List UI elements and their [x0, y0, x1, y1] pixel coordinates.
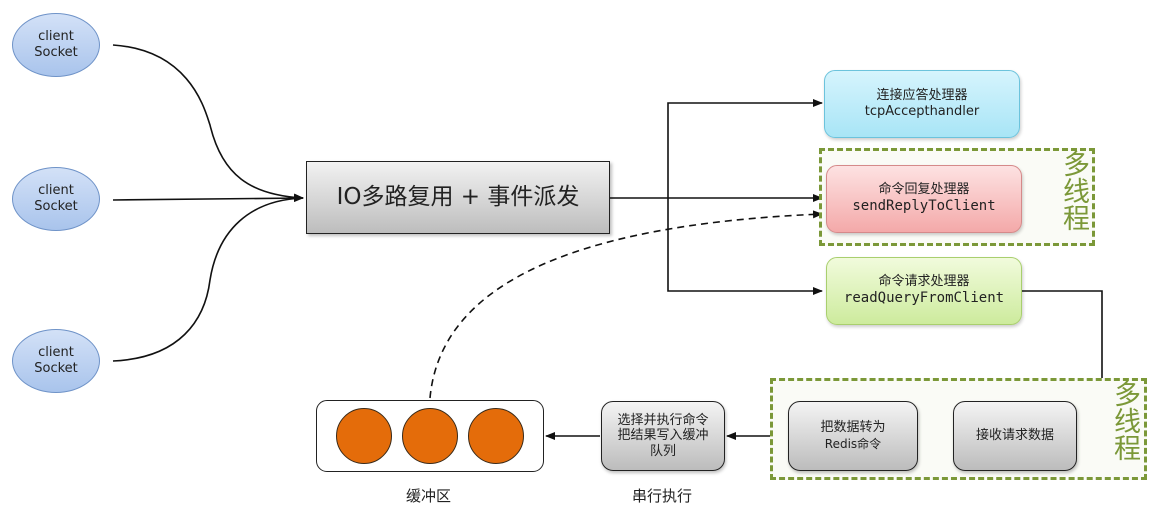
buffer-to-reply-dashed — [429, 210, 823, 399]
buffer-item — [468, 408, 524, 464]
serial-execution-caption: 串行执行 — [632, 487, 693, 505]
handler-function: sendReplyToClient — [852, 198, 996, 215]
buffer-item — [336, 408, 392, 464]
handler-function: tcpAccepthandler — [864, 104, 980, 119]
receive-request-box: 接收请求数据 — [953, 401, 1077, 471]
client-3-connector — [112, 197, 304, 362]
execute-command-label: 队列 — [649, 443, 676, 459]
buffer-container — [316, 400, 544, 472]
convert-command-label: 把数据转为 — [820, 420, 886, 436]
multithread-label: 多线程 — [1058, 150, 1089, 231]
execute-command-label: 把结果写入缓冲 — [617, 428, 709, 444]
dispatch-to-read — [667, 198, 823, 295]
client-label: client — [38, 182, 74, 198]
client-2-connector — [112, 194, 304, 203]
dispatch-to-accept — [667, 99, 823, 198]
execute-command-box: 选择并执行命令 把结果写入缓冲 队列 — [601, 401, 725, 471]
buffer-item — [402, 408, 458, 464]
client-label: client — [38, 344, 74, 360]
client-label: Socket — [34, 45, 78, 60]
multithread-label: 多线程 — [1109, 380, 1140, 461]
client-1-connector — [112, 44, 304, 202]
accept-handler: 连接应答处理器 tcpAccepthandler — [824, 70, 1020, 138]
convert-command-box: 把数据转为 Redis命令 — [788, 401, 918, 471]
client-label: client — [38, 28, 74, 44]
client-label: Socket — [34, 361, 78, 376]
reply-handler: 命令回复处理器 sendReplyToClient — [826, 165, 1022, 233]
io-multiplexer-label: IO多路复用 + 事件派发 — [336, 184, 580, 211]
receive-request-label: 接收请求数据 — [975, 427, 1054, 443]
execute-command-label: 选择并执行命令 — [617, 412, 709, 428]
client-socket-3: client Socket — [12, 329, 100, 393]
client-socket-1: client Socket — [12, 13, 100, 77]
convert-command-label: Redis命令 — [824, 436, 882, 451]
handler-title: 命令回复处理器 — [878, 182, 970, 198]
io-multiplexer-box: IO多路复用 + 事件派发 — [306, 161, 610, 234]
client-label: Socket — [34, 199, 78, 214]
handler-title: 连接应答处理器 — [876, 87, 968, 103]
read-handler: 命令请求处理器 readQueryFromClient — [826, 257, 1022, 325]
handler-title: 命令请求处理器 — [878, 274, 970, 290]
buffer-caption: 缓冲区 — [406, 487, 452, 505]
handler-function: readQueryFromClient — [843, 290, 1005, 307]
client-socket-2: client Socket — [12, 167, 100, 231]
